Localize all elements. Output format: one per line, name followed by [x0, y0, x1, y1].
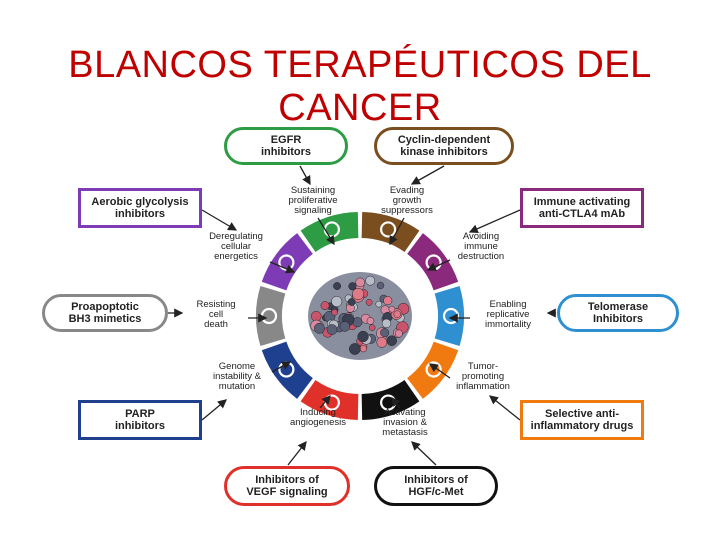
hallmarks-wheel [256, 212, 464, 420]
immune-activating-box: Immune activating anti-CTLA4 mAb [520, 188, 644, 228]
hallmark-death-label: Resisting cell death [196, 299, 236, 330]
egfr-inhibitors-box: EGFR inhibitors [224, 127, 348, 165]
wheel-segment-dna [261, 341, 313, 399]
tumor-cell [375, 300, 383, 308]
aerobic-glycolysis-box: Aerobic glycolysis inhibitors [78, 188, 202, 228]
arrow-12 [426, 259, 451, 271]
anti-inflammatory-box: Selective anti- inflammatory drugs [520, 400, 644, 440]
tumor-cell [331, 308, 338, 316]
wheel-segment-rocket [361, 380, 420, 420]
tumor-cell [331, 295, 343, 308]
tumor-cell [326, 324, 338, 335]
tumor-cell [339, 321, 351, 332]
tumor-cell [320, 301, 330, 311]
arrow-5 [411, 441, 437, 466]
tumor-cell [365, 275, 376, 286]
tumor-cell [365, 298, 373, 306]
tumor-cell [357, 330, 369, 343]
arrow-17 [271, 361, 292, 373]
hallmark-energetics-label: Deregulating cellular energetics [209, 231, 263, 262]
tumor-cell [394, 329, 403, 338]
hallmark-invasion-label: Activating invasion & metastasis [382, 407, 428, 438]
tumor-cell [347, 298, 356, 306]
no-entry-icon [380, 221, 397, 238]
arrow-14 [428, 363, 451, 379]
tumor-cell [376, 337, 388, 348]
parp-inhibitors-box: PARP inhibitors [78, 400, 202, 440]
arrow-1 [410, 165, 445, 185]
tumor-cell [386, 335, 397, 346]
tumor-cell [355, 277, 365, 288]
arrow-19 [269, 261, 296, 274]
tumor-cell [383, 296, 393, 306]
tumor-cell [366, 317, 375, 325]
tumor-cell [376, 281, 385, 290]
tumor-cell [388, 305, 396, 313]
arrow-10 [317, 217, 335, 246]
slide-title: BLANCOS TERAPÉUTICOS DEL CANCER [68, 44, 652, 129]
arrow-16 [319, 395, 331, 409]
tumor-cell [352, 287, 365, 301]
tumor-cell [368, 324, 376, 331]
hallmark-immortality-label: Enabling replicative immortality [485, 299, 531, 330]
wheel-segment-arrow-up-right [300, 212, 359, 252]
arrow-2 [468, 209, 521, 234]
hgf-inhibitors-box: Inhibitors of HGF/c-Met [374, 466, 498, 506]
infinity-icon [442, 307, 460, 325]
telomerase-inhibitors-box: Telomerase Inhibitors [557, 294, 679, 332]
hallmark-inflammation-label: Tumor- promoting inflammation [456, 361, 510, 392]
vegf-inhibitors-box: Inhibitors of VEGF signaling [224, 466, 350, 506]
wheel-segment-infinity [434, 285, 464, 347]
arrow-9 [201, 209, 238, 231]
wheel-segment-atom [261, 233, 313, 291]
hallmark-growth-label: Evading growth suppressors [381, 185, 433, 216]
connector-arrows [168, 165, 556, 466]
hallmark-immune-label: Avoiding immune destruction [457, 231, 505, 262]
arrow-0 [299, 165, 311, 186]
arrow-6 [287, 440, 307, 466]
tumor-cell [393, 310, 401, 318]
bh3-mimetics-box: Proapoptotic BH3 mimetics [42, 294, 168, 332]
hallmark-genome-label: Genome instability & mutation [212, 361, 262, 392]
tumor-cell [333, 282, 342, 290]
wheel-segment-pacman [407, 233, 459, 291]
hallmark-proliferative-label: Sustaining proliferative signaling [288, 185, 338, 216]
flame-icon [425, 361, 442, 378]
tumor-cell [349, 343, 361, 355]
tumor-cell [314, 322, 325, 334]
tumor-cell [348, 282, 357, 291]
arrow-15 [391, 396, 401, 409]
arrow-7 [201, 399, 227, 421]
tumor-cell [380, 328, 390, 338]
cdk-inhibitors-box: Cyclin-dependent kinase inhibitors [374, 127, 514, 165]
wheel-segment-no-entry [361, 212, 420, 252]
tumor-cell [359, 344, 367, 353]
arrow-4 [488, 395, 521, 421]
hallmark-angiogenesis-label: Inducing angiogenesis [290, 407, 346, 428]
wheel-segment-dagger [256, 285, 286, 347]
arrow-11 [389, 217, 405, 246]
tumor-cell [381, 318, 392, 329]
